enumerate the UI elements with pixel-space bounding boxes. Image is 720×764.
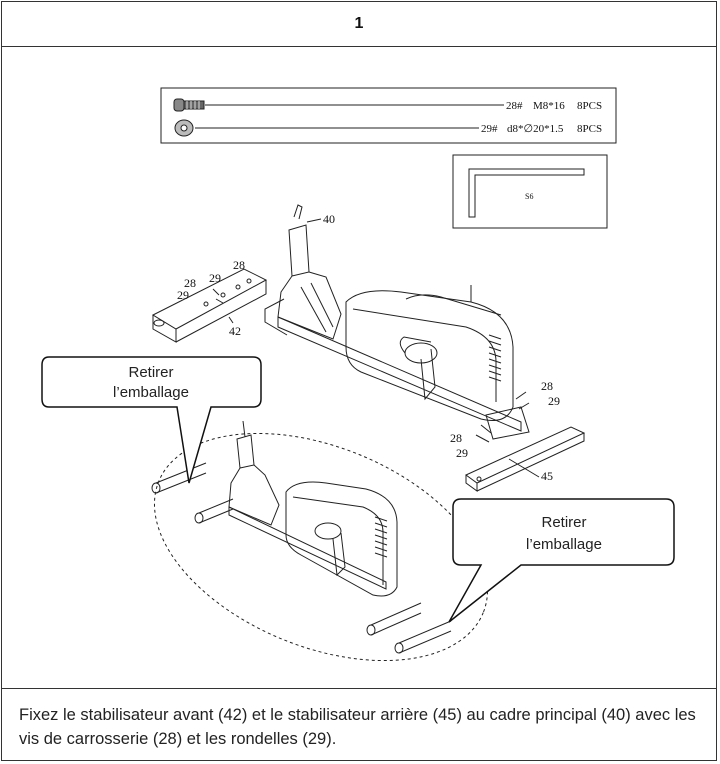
callout-washer-d: 29	[456, 446, 468, 460]
upper-assembly	[151, 204, 586, 492]
bubble-right-line2: l’emballage	[526, 536, 602, 553]
front-stabilizer	[151, 268, 268, 343]
callout-washer-c: 29	[548, 394, 560, 408]
bubble-left-line1: Retirer	[128, 364, 173, 381]
main-frame	[264, 204, 522, 432]
screw-part-no: 28#	[506, 100, 523, 112]
step-number: 1	[354, 14, 364, 32]
flywheel-cover	[345, 285, 514, 421]
caption-row: Fixez le stabilisateur avant (42) et le …	[1, 688, 717, 761]
bubble-right	[448, 498, 675, 623]
wrench-label: S6	[525, 192, 533, 201]
allen-wrench-icon	[468, 168, 585, 218]
callout-rear-stabilizer: 45	[541, 469, 553, 483]
screw-spec: M8*16	[533, 100, 565, 112]
washer-icon	[174, 119, 194, 137]
instruction-caption: Fixez le stabilisateur avant (42) et le …	[19, 706, 696, 748]
hardware-box	[160, 87, 617, 144]
bubble-left-line2: l’emballage	[113, 384, 189, 401]
bubble-left	[41, 356, 262, 484]
screw-qty: 8PCS	[577, 100, 602, 112]
rear-stabilizer	[465, 406, 586, 492]
callout-screw-d: 28	[450, 431, 462, 445]
washer-spec: d8*∅20*1.5	[507, 123, 564, 135]
washer-qty: 8PCS	[577, 123, 602, 135]
step-header: 1	[1, 1, 717, 47]
callout-washer-a: 29	[209, 271, 221, 285]
callout-washer-b: 29	[177, 288, 189, 302]
callout-screw-c: 28	[541, 379, 553, 393]
lower-assembly	[151, 420, 452, 654]
callout-front-stabilizer: 42	[229, 324, 241, 338]
callout-screw-a: 28	[233, 258, 245, 272]
bubble-right-line1: Retirer	[541, 514, 586, 531]
callout-main-frame: 40	[323, 212, 335, 226]
wrench-box	[452, 154, 608, 229]
assembly-figure: 28# M8*16 8PCS 29# d8*∅20*1.5 8PCS S6 40…	[1, 47, 717, 688]
washer-part-no: 29#	[481, 123, 498, 135]
callout-screw-b: 28	[184, 276, 196, 290]
screw-icon	[173, 98, 205, 112]
